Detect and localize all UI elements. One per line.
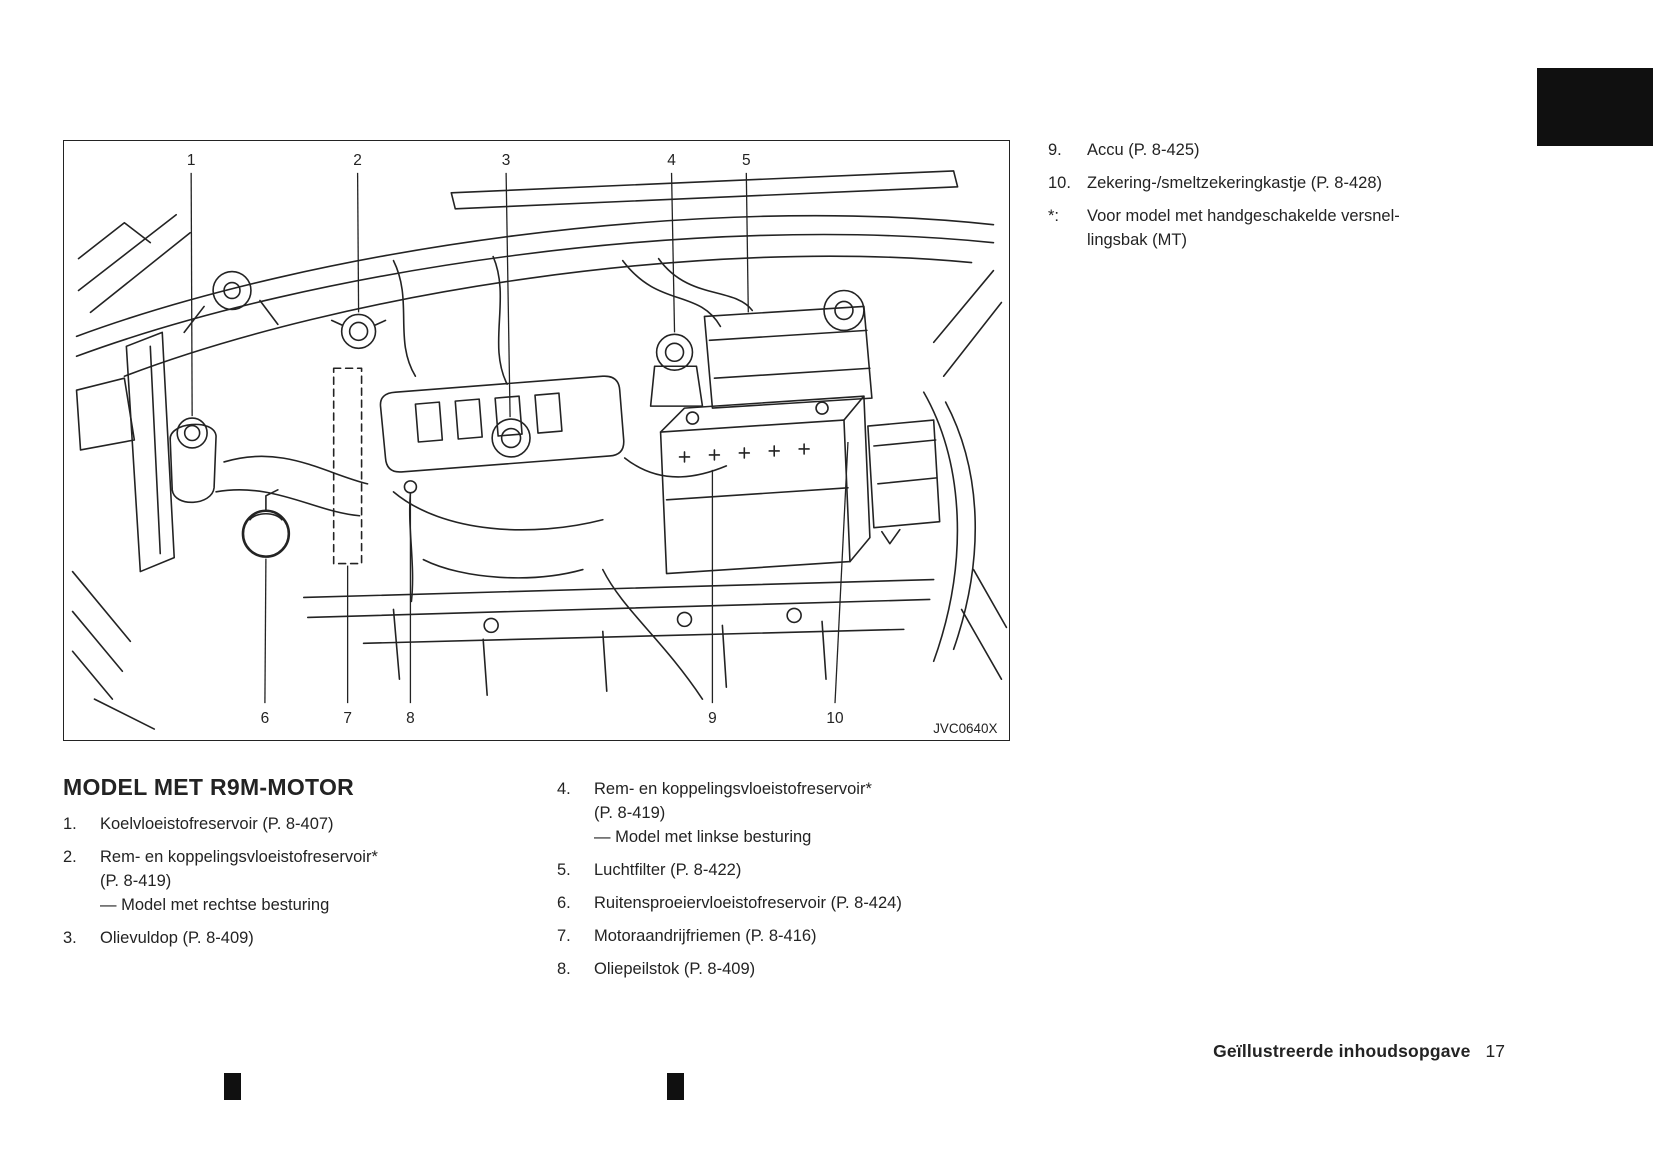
right-item-list: 9. Accu (P. 8-425) 10. Zekering-/smeltze… [1048,138,1528,261]
list-item-number: 5. [557,861,571,879]
list-item: *: Voor model met handgeschakelde versne… [1048,204,1528,252]
list-item: 7. Motoraandrijfriemen (P. 8-416) [557,924,1007,948]
list-item: 9. Accu (P. 8-425) [1048,138,1528,162]
callout-numbers: 1 2 3 4 5 6 7 8 9 10 [187,152,844,727]
list-item-number: 8. [557,960,571,978]
callout-5: 5 [742,152,751,169]
list-item-number: 10. [1048,174,1071,192]
callout-6: 6 [261,710,270,727]
list-item-number: 6. [557,894,571,912]
list-item-text: Olievuldop (P. 8-409) [100,929,254,947]
list-item: 10. Zekering-/smeltzekeringkastje (P. 8-… [1048,171,1528,195]
list-item-text: Ruitensproeiervloeistofreservoir (P. 8-4… [594,894,902,912]
registration-mark [667,1073,684,1100]
list-item: 4. Rem- en koppelingsvloeistofreservoir*… [557,777,1007,849]
callout-leader-lines [190,172,849,704]
figure-code: JVC0640X [933,721,997,736]
callout-2: 2 [353,152,362,169]
list-item: 2. Rem- en koppelingsvloeistofreservoir*… [63,845,533,917]
engine-bay-figure: 1 2 3 4 5 6 7 8 9 10 JVC0640X [63,140,1010,741]
left-item-list: 1. Koelvloeistofreservoir (P. 8-407) 2. … [63,812,533,959]
section-title: MODEL MET R9M-MOTOR [63,774,355,800]
list-item-text: Rem- en koppelingsvloeistofreservoir* (P… [100,848,378,914]
list-item-text: Luchtfilter (P. 8-422) [594,861,742,879]
callout-4: 4 [667,152,676,169]
list-item-number: 7. [557,927,571,945]
list-item-text: Voor model met handgeschakelde versnel- … [1087,207,1400,249]
callout-3: 3 [502,152,511,169]
list-item-text: Oliepeilstok (P. 8-409) [594,960,756,978]
callout-9: 9 [708,710,717,727]
list-item: 3. Olievuldop (P. 8-409) [63,926,533,950]
footer-page-number: 17 [1485,1041,1505,1061]
list-item-number: 2. [63,848,77,866]
list-item-number: 4. [557,780,571,798]
footer-section-label: Geïllustreerde inhoudsopgave [1213,1041,1471,1061]
callout-7: 7 [343,710,352,727]
list-item-text: Motoraandrijfriemen (P. 8-416) [594,927,817,945]
list-item-text: Zekering-/smeltzekeringkastje (P. 8-428) [1087,174,1382,192]
list-item: 6. Ruitensproeiervloeistofreservoir (P. … [557,891,1007,915]
list-item-number: 9. [1048,141,1062,159]
list-item-text: Koelvloeistofreservoir (P. 8-407) [100,815,334,833]
list-item: 1. Koelvloeistofreservoir (P. 8-407) [63,812,533,836]
list-item-number: 3. [63,929,77,947]
callout-8: 8 [406,710,415,727]
list-item: 8. Oliepeilstok (P. 8-409) [557,957,1007,981]
list-item: 5. Luchtfilter (P. 8-422) [557,858,1007,882]
page-footer: Geïllustreerde inhoudsopgave 17 [1213,1041,1505,1062]
middle-item-list: 4. Rem- en koppelingsvloeistofreservoir*… [557,777,1007,990]
engine-line-art [71,170,1008,730]
callout-10: 10 [826,710,843,727]
callout-1: 1 [187,152,196,169]
list-item-number: 1. [63,815,77,833]
engine-bay-illustration: 1 2 3 4 5 6 7 8 9 10 JVC0640X [71,152,1008,736]
list-item-text: Accu (P. 8-425) [1087,141,1200,159]
registration-mark [224,1073,241,1100]
list-item-text: Rem- en koppelingsvloeistofreservoir* (P… [594,780,872,846]
section-edge-tab [1537,68,1653,146]
list-item-number: *: [1048,207,1060,225]
